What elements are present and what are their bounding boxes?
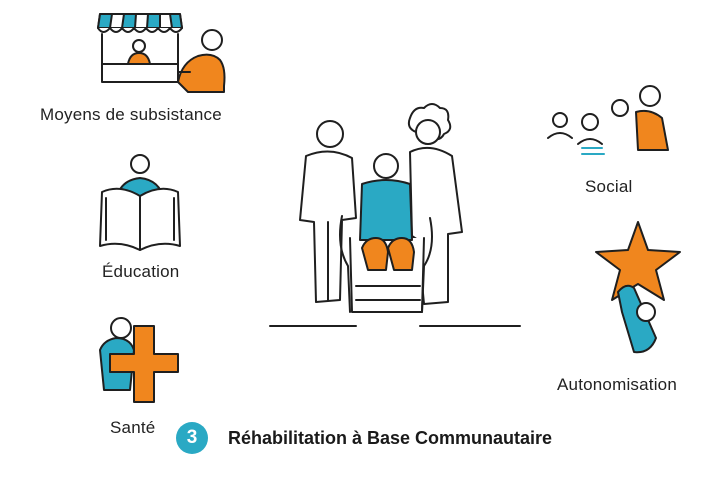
label-social: Social [585,177,633,196]
health-cross-icon [99,317,179,403]
label-health: Santé [110,418,156,437]
label-education: Éducation [102,262,180,281]
label-livelihood: Moyens de subsistance [40,105,222,124]
footer-title: Réhabilitation à Base Communautaire [228,427,553,448]
step-number-badge: 3 [176,422,208,454]
market-stall-icon [97,13,226,93]
reading-book-icon [99,154,181,251]
label-empowerment: Autonomisation [557,375,677,394]
wheelchair-group-icon [269,103,521,327]
star-raise-icon [595,221,681,354]
footer: 3 Réhabilitation à Base Communautaire [176,420,552,456]
group-people-icon [547,85,669,155]
